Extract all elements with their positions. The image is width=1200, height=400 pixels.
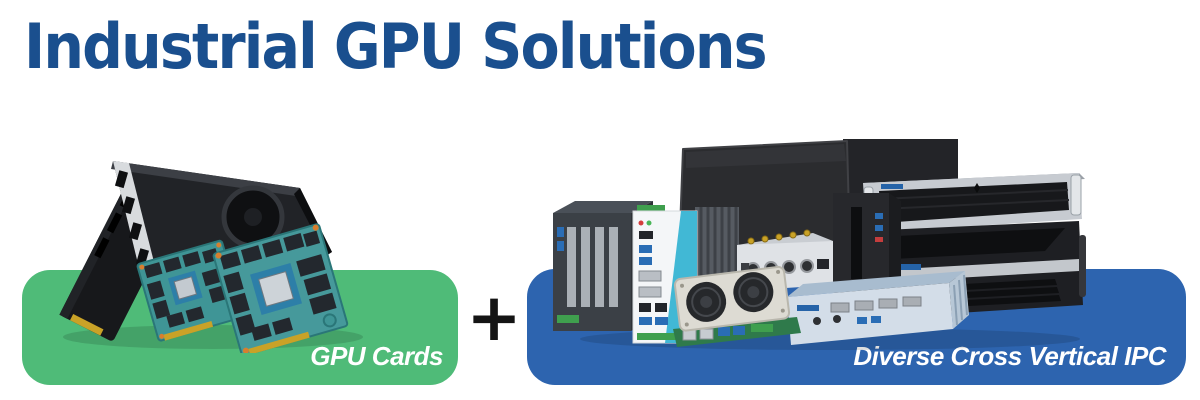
vendor-logo-badge — [881, 184, 903, 189]
gpu-products-image — [59, 161, 363, 353]
card-bracket — [113, 161, 157, 274]
pcie-graphics-card-icon — [111, 161, 332, 281]
mxm-gpu-module-icon — [212, 223, 349, 353]
plus-sign: + — [466, 279, 522, 356]
ipc-panel-label: Diverse Cross Vertical IPC — [853, 341, 1166, 371]
dual-fan-sbc-icon — [673, 265, 801, 347]
terminal-block — [557, 315, 579, 323]
vendor-logo-badge — [797, 305, 819, 311]
gpu-cards-panel-label: GPU Cards — [310, 341, 443, 371]
vendor-logo-badge — [897, 264, 921, 270]
ipc-products-image — [553, 139, 1086, 350]
page-title: Industrial GPU Solutions — [24, 10, 768, 83]
modular-box-pc-icon — [787, 271, 969, 345]
rackmount-server-icon — [863, 173, 1085, 233]
